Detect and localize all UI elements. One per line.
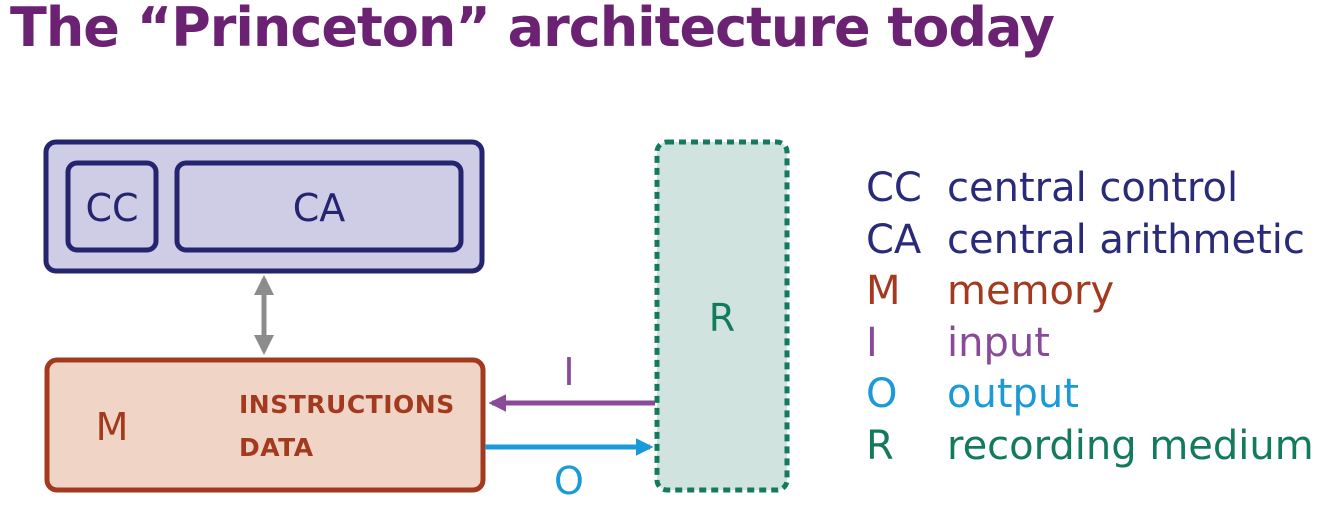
legend-desc: central arithmetic (947, 216, 1305, 263)
output-arrow-label: O (554, 459, 584, 503)
legend-key: I (866, 319, 878, 366)
legend-key: O (866, 371, 898, 417)
memory-instructions-label: INSTRUCTIONS (239, 390, 455, 419)
legend-item-ca: CA central arithmetic (866, 215, 1314, 267)
legend-desc: memory (947, 268, 1115, 314)
legend-item-i: I input (866, 318, 1314, 370)
legend-item-cc: CC central control (866, 163, 1314, 215)
cc-label: CC (85, 186, 138, 230)
legend-key: CA (866, 216, 922, 263)
ca-label: CA (293, 186, 346, 230)
legend-desc: output (947, 371, 1079, 417)
legend-key: CC (866, 165, 922, 211)
input-arrow-label: I (563, 350, 574, 394)
memory-label: M (96, 405, 129, 449)
memory-box (44, 357, 486, 493)
cc-box (65, 160, 159, 253)
legend-key: M (866, 268, 901, 314)
page-title: The “Princeton” architecture today (10, 0, 1055, 59)
legend-desc: input (947, 319, 1050, 366)
legend-desc: central control (947, 165, 1239, 211)
legend-desc: recording medium (947, 422, 1314, 469)
legend-item-o: O output (866, 369, 1314, 421)
legend: CC central control CA central arithmetic… (866, 163, 1314, 472)
ca-box (174, 160, 464, 253)
memory-data-label: DATA (239, 433, 314, 462)
recording-medium-label: R (709, 296, 735, 340)
recording-medium-box (654, 139, 790, 493)
legend-key: R (866, 422, 894, 469)
legend-item-r: R recording medium (866, 421, 1314, 473)
legend-item-m: M memory (866, 266, 1314, 318)
